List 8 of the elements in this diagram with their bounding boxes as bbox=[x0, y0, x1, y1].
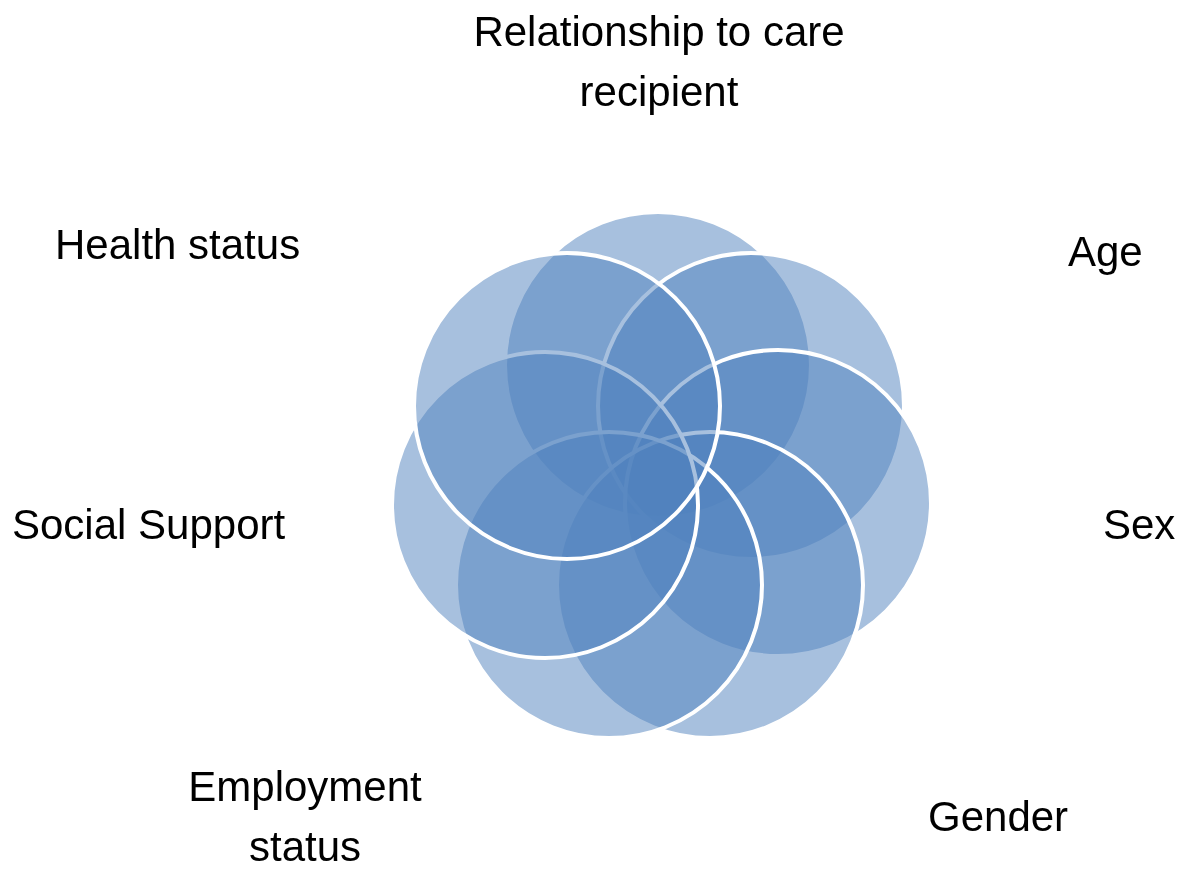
category-label: Employment status bbox=[187, 762, 423, 870]
category-label: Age bbox=[1068, 227, 1143, 277]
category-label: Gender bbox=[928, 792, 1069, 842]
category-label: Sex bbox=[1103, 500, 1176, 550]
overlapping-circle bbox=[412, 251, 722, 561]
category-label: Social Support bbox=[12, 500, 286, 550]
category-label: Health status bbox=[55, 220, 301, 270]
category-label: Relationship to care recipient bbox=[472, 7, 846, 117]
